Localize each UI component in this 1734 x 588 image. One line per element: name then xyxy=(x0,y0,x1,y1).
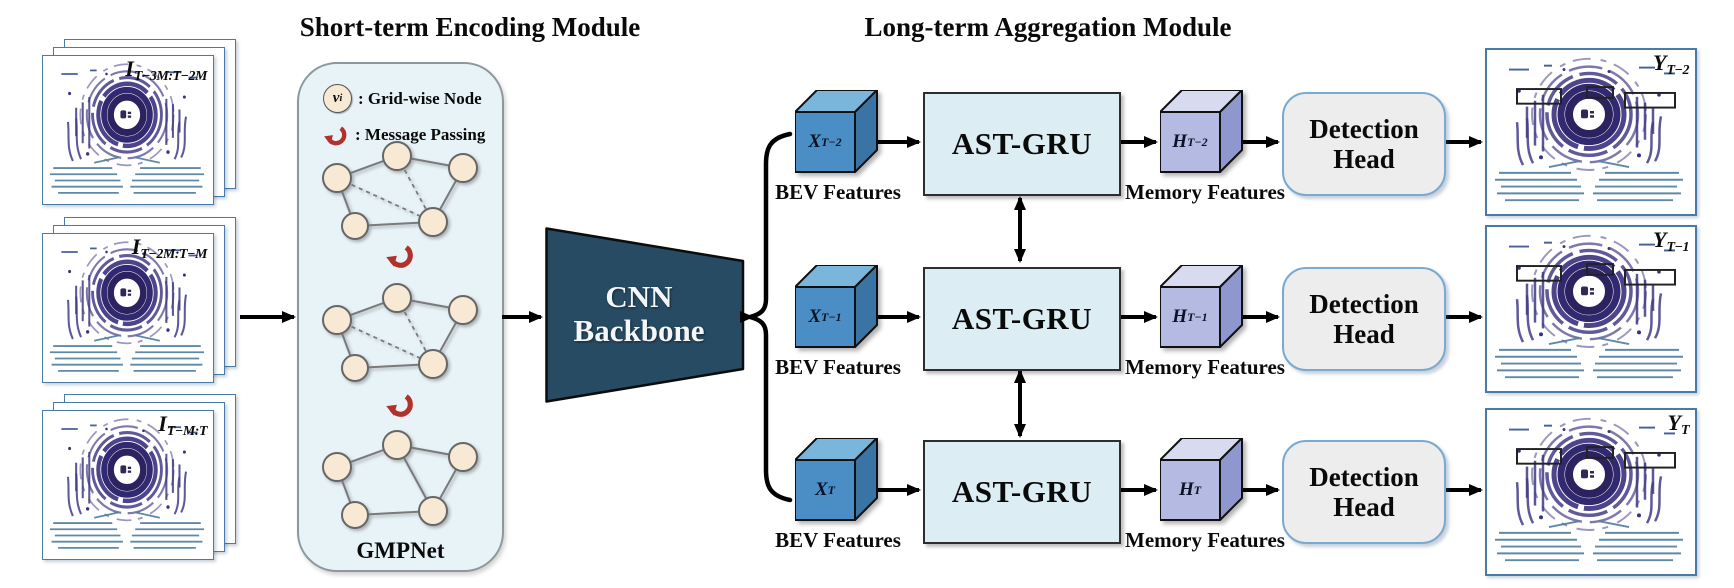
graph-cluster-2 xyxy=(322,283,478,382)
input-stack-2: IT−2M:T−M xyxy=(42,217,258,403)
input-page-front: IT−2M:T−M xyxy=(42,233,214,383)
input-page-front: IT−M:T xyxy=(42,410,214,560)
detection-head-label-2a: Detection xyxy=(1309,289,1419,319)
cnn-backbone-label: CNN Backbone xyxy=(545,280,733,348)
message-passing-arrow-2 xyxy=(385,389,416,420)
ast-gru-label-2: AST-GRU xyxy=(951,301,1093,336)
bev-features-label-1: BEV Features xyxy=(775,180,901,204)
bev-features-label-3: BEV Features xyxy=(775,528,901,552)
input-frame-label: IT−M:T xyxy=(158,411,207,439)
output-image-3: YT xyxy=(1485,408,1697,576)
ast-gru-box-2: AST-GRU xyxy=(923,267,1121,371)
detection-head-label-1b: Head xyxy=(1333,144,1395,174)
detection-head-box-3: Detection Head xyxy=(1282,440,1446,544)
detection-head-box-1: Detection Head xyxy=(1282,92,1446,196)
detection-head-label-1a: Detection xyxy=(1309,114,1419,144)
output-frame-label-1: YT−2 xyxy=(1653,50,1689,78)
gmpnet-label: GMPNet xyxy=(356,538,445,563)
legend-message-passing: : Message Passing xyxy=(323,122,485,148)
cnn-label-line2: Backbone xyxy=(573,313,705,348)
cnn-backbone-shape xyxy=(545,227,745,403)
detection-head-label-3b: Head xyxy=(1333,492,1395,522)
ast-gru-box-3: AST-GRU xyxy=(923,440,1121,544)
output-image-1: YT−2 xyxy=(1485,48,1697,216)
input-frame-label: IT−2M:T−M xyxy=(131,234,208,262)
ast-gru-label-1: AST-GRU xyxy=(951,126,1093,161)
lidar-scene-image xyxy=(1489,412,1689,568)
graph-cluster-3 xyxy=(322,430,478,529)
cnn-label-line1: CNN xyxy=(605,279,673,314)
input-page-front: IT−3M:T−2M xyxy=(42,55,214,205)
short-term-module-title: Short-term Encoding Module xyxy=(299,12,641,42)
input-stack-1: IT−3M:T−2M xyxy=(42,39,258,225)
memory-features-label-1: Memory Features xyxy=(1125,180,1285,204)
ast-gru-box-1: AST-GRU xyxy=(923,92,1121,196)
input-stack-3: IT−M:T xyxy=(42,394,258,580)
bev-features-label-2: BEV Features xyxy=(775,355,901,379)
detection-head-label-2b: Head xyxy=(1333,319,1395,349)
input-frame-label: IT−3M:T−2M xyxy=(125,56,207,84)
graph-cluster-1 xyxy=(322,141,478,240)
memory-features-label-2: Memory Features xyxy=(1125,355,1285,379)
detection-head-label-3a: Detection xyxy=(1309,462,1419,492)
grid-node-label: : Grid-wise Node xyxy=(358,88,482,108)
output-frame-label-3: YT xyxy=(1667,410,1689,438)
message-passing-arrow-1 xyxy=(385,240,416,271)
long-term-module-title: Long-term Aggregation Module xyxy=(864,12,1232,42)
detection-head-box-2: Detection Head xyxy=(1282,267,1446,371)
memory-features-label-3: Memory Features xyxy=(1125,528,1285,552)
output-image-2: YT−1 xyxy=(1485,225,1697,393)
output-frame-label-2: YT−1 xyxy=(1653,227,1689,255)
message-passing-label: : Message Passing xyxy=(355,125,486,144)
ast-gru-label-3: AST-GRU xyxy=(951,474,1093,509)
